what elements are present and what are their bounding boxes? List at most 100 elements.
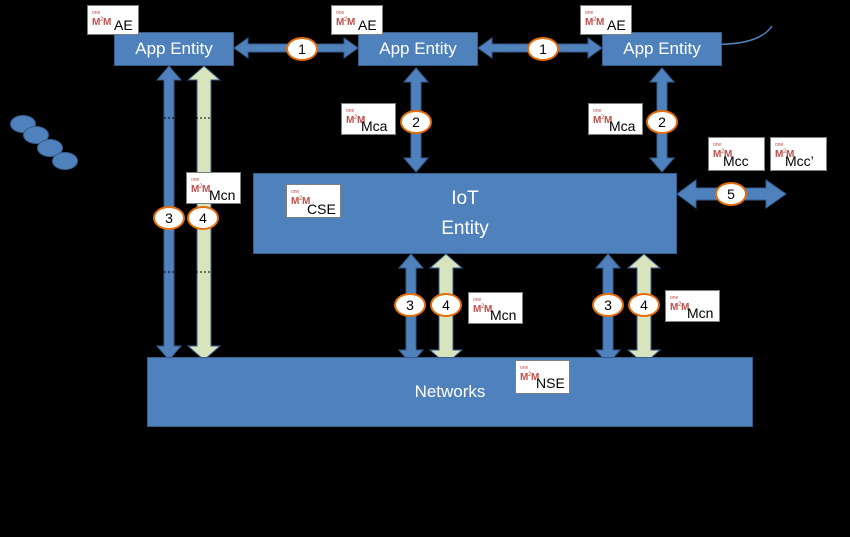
ref-point-2-middle: 2 [400, 110, 432, 134]
ref-point-label: 3 [604, 297, 612, 313]
svg-text:2: 2 [721, 149, 725, 155]
svg-text:M: M [596, 17, 604, 27]
ref-point-1-left: 1 [286, 37, 318, 61]
svg-text:one: one [346, 108, 355, 114]
mcc-prime-tag-text: Mcc’ [785, 153, 814, 169]
svg-text:M: M [520, 372, 528, 382]
svg-text:M: M [357, 115, 365, 125]
app-entity-right-label: App Entity [623, 39, 701, 58]
ref-point-label: 1 [539, 41, 547, 57]
svg-text:M: M [291, 196, 299, 206]
svg-text:M: M [473, 304, 481, 314]
iot-entity-label-line2: Entity [441, 217, 489, 239]
svg-text:M: M [724, 149, 732, 159]
svg-text:2: 2 [528, 372, 532, 378]
svg-text:M: M [484, 304, 492, 314]
svg-text:2: 2 [593, 17, 597, 23]
svg-text:M: M [92, 17, 100, 27]
svg-text:M: M [713, 149, 721, 159]
svg-text:one: one [585, 10, 594, 16]
svg-text:one: one [670, 295, 679, 301]
networks: Networks [147, 357, 753, 427]
svg-text:M: M [202, 184, 210, 194]
ref-point-label: 2 [658, 114, 666, 130]
ref-point-label: 1 [298, 41, 306, 57]
ref-point-4-middle: 4 [430, 293, 462, 317]
svg-text:M: M [681, 302, 689, 312]
app-entity-middle-label: App Entity [379, 39, 457, 58]
svg-text:M: M [302, 196, 310, 206]
svg-text:one: one [593, 108, 602, 114]
ref-point-1-right: 1 [527, 37, 559, 61]
mca-tag-middle-text: Mca [361, 118, 388, 134]
nse-tag-text: NSE [536, 375, 565, 391]
ref-point-label: 4 [199, 210, 207, 226]
svg-text:M: M [585, 17, 593, 27]
svg-text:2: 2 [344, 17, 348, 23]
svg-text:one: one [291, 189, 300, 195]
oval-shape [52, 152, 78, 170]
ref-point-4-right: 4 [628, 293, 660, 317]
svg-text:one: one [473, 297, 482, 303]
svg-text:one: one [92, 10, 101, 16]
ref-point-label: 3 [165, 210, 173, 226]
svg-text:M: M [593, 115, 601, 125]
svg-text:M: M [103, 17, 111, 27]
svg-text:M: M [191, 184, 199, 194]
oval-shape [37, 139, 63, 157]
svg-text:M: M [531, 372, 539, 382]
ref-point-2-right: 2 [646, 110, 678, 134]
app-entity-left-label: App Entity [135, 39, 213, 58]
ref-point-label: 3 [406, 297, 414, 313]
svg-text:M: M [346, 115, 354, 125]
svg-text:M: M [670, 302, 678, 312]
ref-point-5: 5 [715, 182, 747, 206]
ae-tag-left-text: AE [114, 17, 133, 33]
ref-point-label: 5 [727, 186, 735, 202]
iot-entity-label-line1: IoT [451, 187, 479, 209]
svg-text:M: M [786, 149, 794, 159]
ref-point-3-left: 3 [153, 206, 185, 230]
svg-text:2: 2 [199, 184, 203, 190]
app-entity-right: App Entity [602, 32, 722, 66]
svg-text:2: 2 [481, 304, 485, 310]
mcc-tag-text: Mcc [723, 153, 749, 169]
svg-text:2: 2 [299, 196, 303, 202]
ref-point-3-middle: 3 [394, 293, 426, 317]
ref-point-4-left: 4 [187, 206, 219, 230]
ae-tag-right-text: AE [607, 17, 626, 33]
svg-text:2: 2 [678, 302, 682, 308]
ref-point-label: 4 [442, 297, 450, 313]
svg-text:2: 2 [354, 115, 358, 121]
mca-tag-right-text: Mca [609, 118, 636, 134]
svg-text:2: 2 [783, 149, 787, 155]
svg-text:one: one [775, 142, 784, 148]
ref-point-label: 2 [412, 114, 420, 130]
ref-point-label: 4 [640, 297, 648, 313]
svg-text:2: 2 [100, 17, 104, 23]
svg-text:one: one [713, 142, 722, 148]
mcn-tag-right-text: Mcn [687, 305, 714, 321]
